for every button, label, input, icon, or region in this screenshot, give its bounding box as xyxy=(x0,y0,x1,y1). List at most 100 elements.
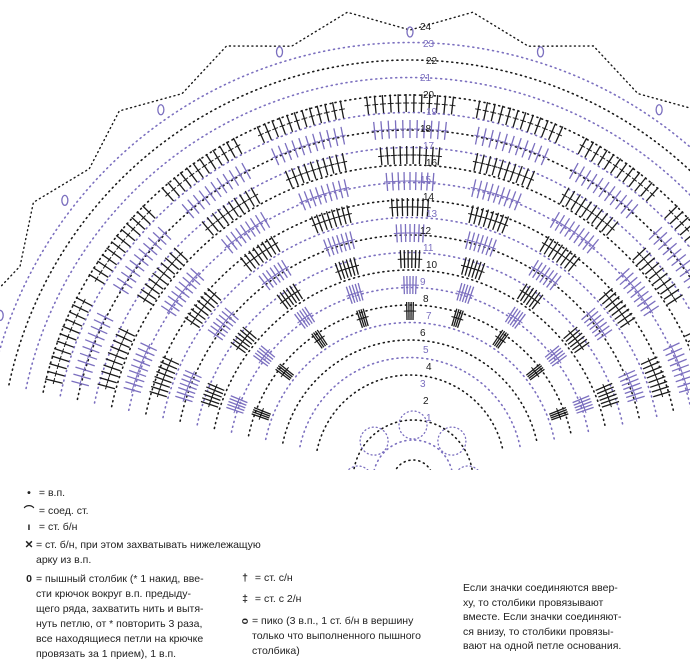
stitch-mark xyxy=(372,104,378,105)
note-line: ху, то столбики провязывают xyxy=(463,596,678,611)
legend-double-crochet: † = ст. с/н xyxy=(238,571,293,586)
stitch-mark xyxy=(53,378,54,384)
row-number: 9 xyxy=(420,277,426,288)
legend-single-crochet-text: = ст. б/н xyxy=(39,521,78,533)
legend-puff-line: щего ряда, захватить нить и вытя- xyxy=(36,602,242,617)
note-line: Если значки соединяются ввер- xyxy=(463,581,678,596)
stitch-mark xyxy=(256,253,261,256)
stitch-fan xyxy=(493,105,662,349)
row-number: 8 xyxy=(423,294,429,305)
legend-double-crochet-text: = ст. с/н xyxy=(255,572,293,584)
row-number: 12 xyxy=(420,226,432,237)
chain-row-arc xyxy=(0,43,690,382)
stitch-mark xyxy=(449,105,455,106)
puff-stitch xyxy=(656,105,662,115)
legend-puff-line: все находящиеся петли на крючке xyxy=(36,632,242,647)
row-number: 17 xyxy=(423,141,435,152)
row-number: 11 xyxy=(423,243,434,254)
stitch-mark xyxy=(349,239,355,240)
stitch-mark xyxy=(191,320,194,325)
stitch-mark xyxy=(324,112,330,113)
row-number: 22 xyxy=(426,56,438,67)
stitch-mark xyxy=(488,138,494,139)
stitch-mark xyxy=(378,156,384,157)
stitch-mark xyxy=(202,164,207,167)
legend-puff-line: = пышный столбик (* 1 накид, вве- xyxy=(36,572,242,587)
legend-picot-line: = пико (3 в.п., 1 ст. б/н в вершину xyxy=(252,614,458,629)
stitch-mark xyxy=(231,207,236,210)
row-number: 14 xyxy=(423,192,435,203)
single-crochet-symbol-icon: ı xyxy=(22,520,36,535)
chain-symbol-icon: • xyxy=(22,486,36,501)
stitch-mark xyxy=(338,189,344,190)
stitch-mark xyxy=(476,189,482,190)
puff-stitch xyxy=(0,310,3,320)
stitch-mark xyxy=(442,131,448,132)
chain-rows xyxy=(0,12,690,450)
stitch-mark xyxy=(341,161,347,162)
legend-puff-line: провязать за 1 прием), 1 в.п. xyxy=(36,647,242,662)
legend-chain: • = в.п. xyxy=(22,486,65,501)
stitch-mark xyxy=(372,131,378,132)
picot-symbol-icon: ᴑ xyxy=(238,614,252,629)
motif-ring xyxy=(393,460,433,470)
stitch-mark xyxy=(436,156,442,157)
stitch-mark xyxy=(670,292,673,297)
row-number: 10 xyxy=(426,260,438,271)
row-number: 20 xyxy=(423,90,435,101)
legend-single-crochet: ı = ст. б/н xyxy=(22,520,77,535)
stitch-mark xyxy=(196,169,201,172)
slip-stitch-symbol-icon: ⌒ xyxy=(22,504,36,519)
stitch-mark xyxy=(343,187,349,188)
stitch-mark xyxy=(346,214,352,215)
legend-picot-line: только что выполненного пышного xyxy=(252,629,458,644)
stitch-mark xyxy=(584,207,589,210)
row-number: 21 xyxy=(420,73,432,84)
stitch-mark xyxy=(479,163,485,164)
chain-row-arc xyxy=(180,235,640,421)
chain-row-arc xyxy=(283,340,537,443)
legend-treble: ‡ = ст. с 2/н xyxy=(238,592,301,607)
stitch-mark xyxy=(490,112,496,113)
stitch-mark xyxy=(580,345,583,350)
puff-stitch xyxy=(407,27,413,37)
chain-row-arc xyxy=(77,130,690,399)
puff-stitch xyxy=(158,105,164,115)
chain-row-arc xyxy=(163,218,657,418)
stitch-mark xyxy=(468,214,474,215)
motif-petal xyxy=(344,466,372,470)
stitch-mark xyxy=(340,135,346,136)
stitch-mark xyxy=(685,328,690,336)
stitch-fan xyxy=(365,27,456,320)
stitch-mark xyxy=(473,161,479,162)
stitch-mark xyxy=(623,316,626,321)
legend-slip-stitch: ⌒ = соед. ст. xyxy=(22,504,89,519)
stitch-mark xyxy=(474,135,480,136)
stitch-fans xyxy=(0,27,690,420)
legend-chain-text: = в.п. xyxy=(39,487,65,499)
motif-petal xyxy=(399,411,427,439)
puff-stitch-symbol-icon: 0 xyxy=(22,572,36,587)
stitch-mark xyxy=(626,320,629,325)
note-line: ся внизу, то столбики провязы- xyxy=(463,625,678,640)
row-number: 7 xyxy=(426,311,432,322)
motif-petal xyxy=(438,427,466,455)
chain-row-arc xyxy=(231,288,588,433)
row-number: 18 xyxy=(420,124,432,135)
center-motif xyxy=(344,411,482,470)
legend-puff: 0 = пышный столбик (* 1 накид, вве- сти … xyxy=(22,572,242,662)
stitch-mark xyxy=(339,109,345,110)
stitch-mark xyxy=(559,253,564,256)
stitch-mark xyxy=(501,339,506,343)
stitch-mark xyxy=(150,287,153,292)
note-line: вают на одной петле основания. xyxy=(463,639,678,654)
motif-petal xyxy=(360,427,388,455)
chain-row-arc xyxy=(249,305,572,436)
stitch-mark xyxy=(260,251,265,254)
stitch-mark xyxy=(193,316,196,321)
legend-sc-around: ✕ = ст. б/н, при этом захватывать нижеле… xyxy=(22,538,262,568)
row-number: 2 xyxy=(423,396,429,407)
motif-petal xyxy=(454,466,482,470)
